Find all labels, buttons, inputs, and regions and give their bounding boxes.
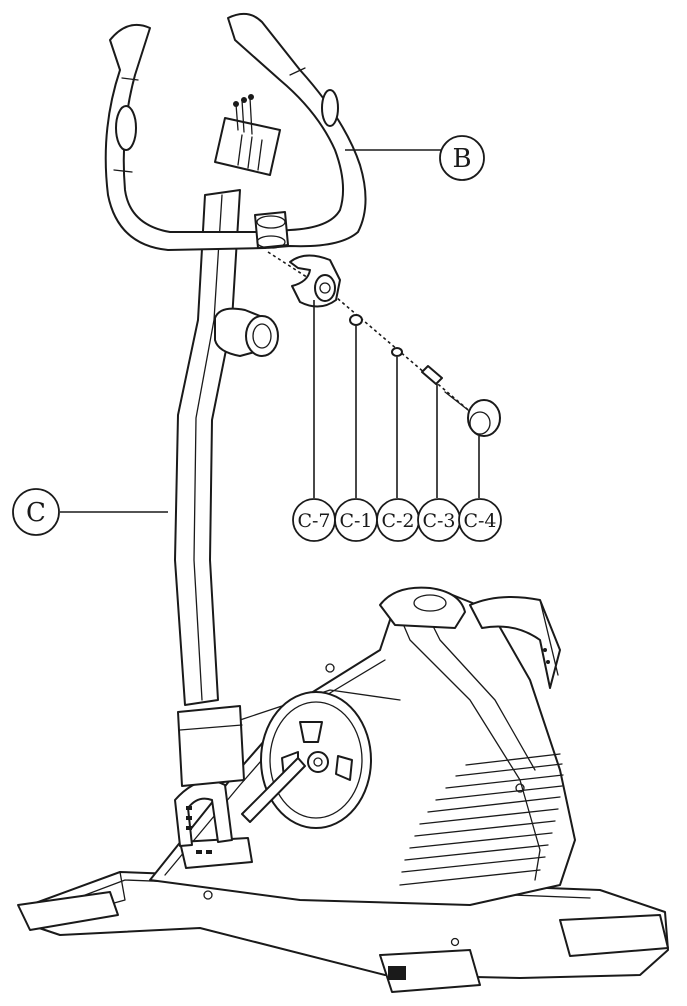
- post-knob: [214, 307, 279, 357]
- part-c2-ring: [391, 347, 403, 357]
- part-c1-washer: [349, 314, 363, 326]
- callout-c3: C-3: [417, 498, 461, 542]
- base-stabilizer: [17, 871, 669, 993]
- callout-c4: C-4: [458, 498, 502, 542]
- callout-c7: C-7: [292, 498, 336, 542]
- rear-strap: [469, 596, 561, 689]
- part-c4-knob: [467, 399, 501, 437]
- callout-c4-label: C-4: [463, 510, 496, 532]
- callout-b-label: B: [452, 144, 471, 174]
- callout-c3-label: C-3: [422, 510, 455, 532]
- callout-c1-label: C-1: [339, 510, 372, 532]
- callout-c-label: C: [26, 498, 46, 528]
- flywheel: [241, 691, 372, 829]
- vent-slats: [399, 753, 564, 886]
- exploded-parts: [267, 251, 501, 498]
- callout-c7-label: C-7: [297, 510, 330, 532]
- frame-post: [174, 94, 281, 787]
- callout-c2: C-2: [376, 498, 420, 542]
- callout-b: B: [439, 135, 485, 181]
- handlebar: [104, 12, 367, 251]
- callout-c2-label: C-2: [381, 510, 414, 532]
- callout-c: C: [12, 488, 60, 536]
- callout-c1: C-1: [334, 498, 378, 542]
- part-c3-bolt: [421, 365, 443, 385]
